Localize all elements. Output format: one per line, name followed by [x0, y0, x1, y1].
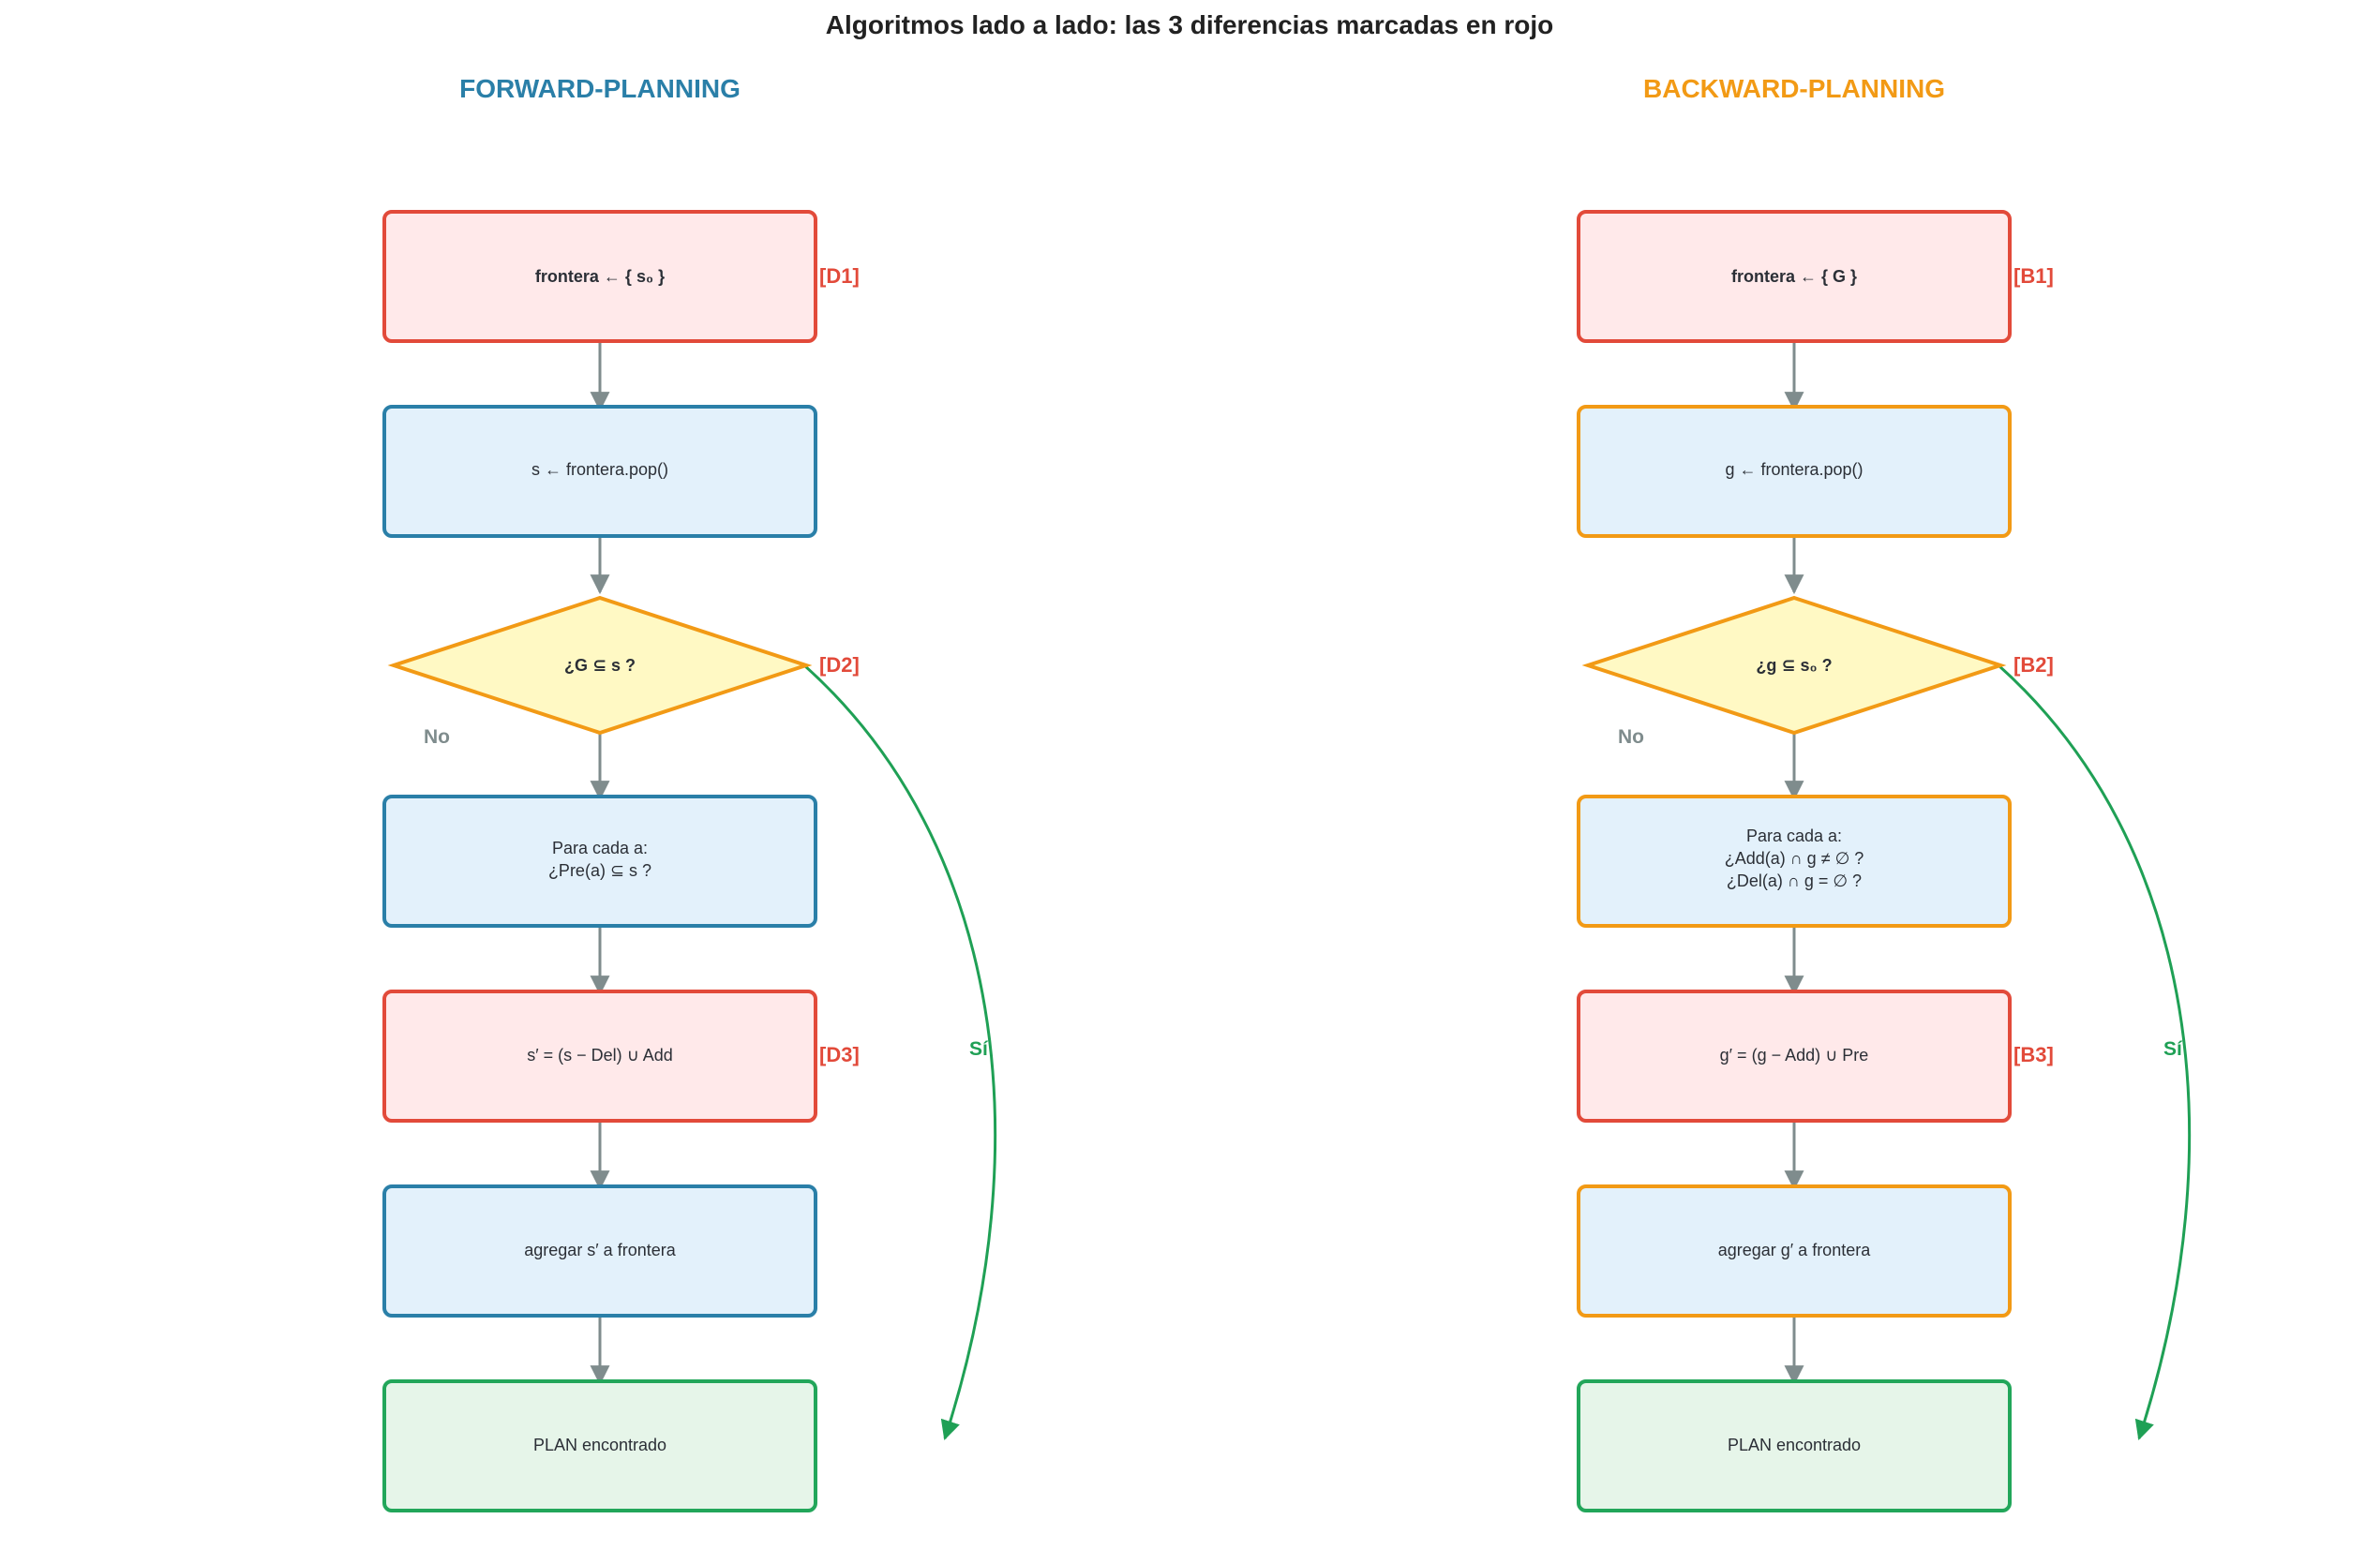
forward-flowchart: FORWARD-PLANNING frontera ← { s₀ } [D1] … — [382, 74, 997, 1512]
backward-flowchart: BACKWARD-PLANNING frontera ← { G } [B1] … — [1577, 74, 2192, 1512]
backward-foreach-line-3: ¿Del(a) ∩ g = ∅ ? — [1727, 871, 1862, 890]
backward-foreach-box — [1577, 795, 2012, 928]
backward-pop-box — [1577, 405, 2012, 538]
forward-heading: FORWARD-PLANNING — [459, 74, 741, 103]
backward-check-diamond — [1581, 595, 2007, 736]
forward-add-label: agregar s′ a frontera — [524, 1241, 676, 1259]
backward-add-box — [1577, 1184, 2012, 1318]
forward-check-tag: [D2] — [819, 653, 860, 677]
forward-check-diamond — [387, 595, 813, 736]
forward-connectors — [590, 334, 997, 1440]
forward-init-label: frontera ← { s₀ } — [535, 267, 665, 286]
forward-plan-box — [382, 1379, 817, 1512]
backward-init-tag: [B1] — [2013, 264, 2054, 288]
forward-transition-label: s′ = (s − Del) ∪ Add — [527, 1046, 673, 1065]
backward-plan-box — [1577, 1379, 2012, 1512]
forward-plan-label: PLAN encontrado — [533, 1436, 666, 1454]
backward-connectors — [1784, 334, 2192, 1440]
backward-plan-label: PLAN encontrado — [1728, 1436, 1861, 1454]
backward-init-label: frontera ← { G } — [1731, 267, 1857, 286]
backward-transition-tag: [B3] — [2013, 1043, 2054, 1066]
backward-yes-label: Sí — [2163, 1038, 2183, 1060]
backward-no-label: No — [1618, 726, 1644, 748]
backward-foreach-line-1: Para cada a: — [1746, 827, 1842, 845]
backward-foreach-line-2: ¿Add(a) ∩ g ≠ ∅ ? — [1725, 849, 1864, 868]
forward-transition-box — [382, 990, 817, 1123]
backward-transition-label: g′ = (g − Add) ∪ Pre — [1720, 1046, 1869, 1065]
backward-check-label: ¿g ⊆ s₀ ? — [1756, 656, 1832, 675]
arrow-yes-to-plan — [802, 663, 997, 1440]
backward-check-tag: [B2] — [2013, 653, 2054, 677]
backward-add-label: agregar g′ a frontera — [1718, 1241, 1871, 1259]
forward-init-tag: [D1] — [819, 264, 860, 288]
forward-foreach-line-1: Para cada a: — [552, 839, 648, 857]
page-title: Algoritmos lado a lado: las 3 diferencia… — [826, 10, 1553, 39]
forward-pop-label: s ← frontera.pop() — [531, 460, 668, 479]
forward-transition-tag: [D3] — [819, 1043, 860, 1066]
forward-foreach-box — [382, 795, 817, 928]
backward-init-box — [1577, 210, 2012, 343]
forward-check-label: ¿G ⊆ s ? — [564, 656, 636, 675]
forward-foreach-line-2: ¿Pre(a) ⊆ s ? — [548, 861, 651, 880]
arrow-yes-to-plan — [1997, 663, 2192, 1440]
backward-pop-label: g ← frontera.pop() — [1725, 460, 1863, 479]
forward-init-box — [382, 210, 817, 343]
forward-no-label: No — [424, 726, 450, 748]
backward-heading: BACKWARD-PLANNING — [1643, 74, 1945, 103]
forward-pop-box — [382, 405, 817, 538]
backward-transition-box — [1577, 990, 2012, 1123]
forward-yes-label: Sí — [969, 1038, 989, 1060]
forward-add-box — [382, 1184, 817, 1318]
